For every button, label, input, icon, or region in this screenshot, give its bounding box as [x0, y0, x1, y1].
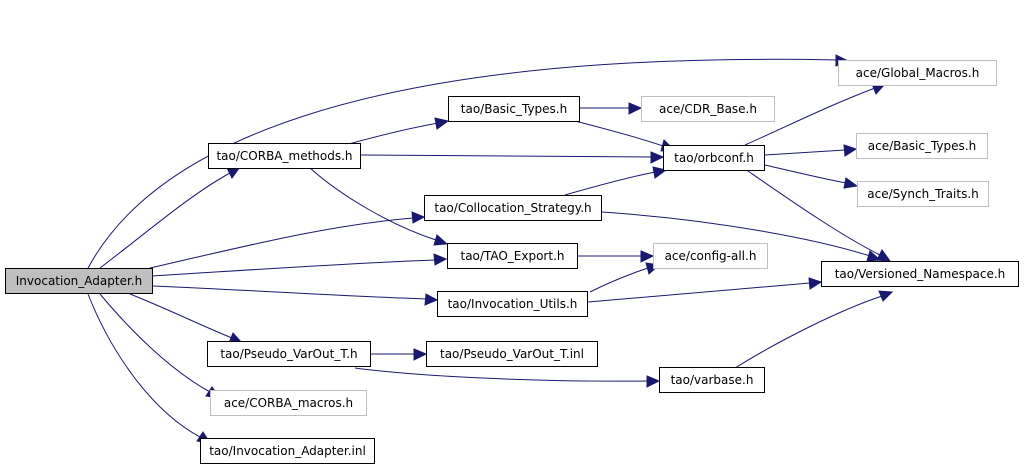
node-tao-corba-methods[interactable]: tao/CORBA_methods.h: [208, 143, 361, 169]
edge-adapter-to-invocation-inl: [87, 293, 201, 438]
node-tao-varbase[interactable]: tao/varbase.h: [659, 367, 765, 393]
arrowhead: [876, 249, 892, 262]
edge-adapter-to-global-macros: [86, 58, 839, 271]
arrowhead: [434, 117, 450, 130]
node-tao-pseudo-varout-h[interactable]: tao/Pseudo_VarOut_T.h: [207, 341, 371, 367]
node-tao-invocation-utils[interactable]: tao/Invocation_Utils.h: [437, 291, 588, 317]
node-ace-corba-macros[interactable]: ace/CORBA_macros.h: [210, 390, 367, 416]
arrowhead: [646, 375, 661, 388]
edge-invocation-utils-to-config-all: [589, 267, 649, 293]
edge-corba-methods-to-tao-export: [309, 167, 437, 241]
edge-corba-methods-to-orbconf: [360, 154, 653, 158]
edge-varbase-to-versioned-ns: [734, 295, 883, 369]
edge-collocation-to-orbconf: [564, 171, 656, 196]
edge-orbconf-to-global-macros: [744, 87, 876, 146]
arrowhead: [411, 211, 426, 224]
edge-adapter-to-tao-export: [151, 259, 436, 277]
edge-adapter-to-corba-methods: [99, 172, 231, 269]
node-ace-config-all[interactable]: ace/config-all.h: [653, 243, 768, 269]
edge-adapter-to-collocation: [149, 217, 414, 269]
node-invocation-adapter-h[interactable]: Invocation_Adapter.h: [5, 268, 153, 294]
arrowhead: [424, 293, 439, 306]
arrowhead: [652, 166, 668, 179]
edge-adapter-to-pseudo-varout: [129, 293, 233, 339]
node-tao-basic-types[interactable]: tao/Basic_Types.h: [448, 96, 580, 122]
node-ace-synch-traits[interactable]: ace/Synch_Traits.h: [857, 181, 989, 207]
edge-orbconf-to-versioned-ns: [744, 168, 881, 256]
arrowhead: [650, 151, 665, 164]
node-ace-global-macros[interactable]: ace/Global_Macros.h: [838, 60, 997, 86]
arrowhead: [628, 102, 643, 115]
arrowhead: [843, 144, 858, 157]
edge-pseudo-h-to-varbase: [354, 367, 649, 382]
arrowhead: [843, 177, 859, 189]
node-tao-collocation-strategy[interactable]: tao/Collocation_Strategy.h: [424, 195, 602, 221]
edge-basic-types-to-orbconf: [574, 120, 664, 147]
arrowhead: [640, 250, 655, 263]
node-tao-versioned-namespace[interactable]: tao/Versioned_Namespace.h: [821, 261, 1019, 287]
node-tao-pseudo-varout-inl[interactable]: tao/Pseudo_VarOut_T.inl: [426, 341, 598, 367]
node-ace-cdr-base[interactable]: ace/CDR_Base.h: [641, 96, 775, 122]
arrowhead: [808, 277, 823, 290]
edge-collocation-to-versioned-ns: [601, 211, 871, 257]
arrowhead: [866, 250, 882, 262]
edge-invocation-utils-to-versioned-ns: [587, 282, 811, 303]
edge-orbconf-to-ace-basic-types: [764, 149, 846, 156]
arrowhead: [433, 253, 448, 266]
edge-adapter-to-invocation-utils: [151, 285, 427, 300]
node-ace-basic-types[interactable]: ace/Basic_Types.h: [856, 133, 988, 159]
arrowhead: [878, 290, 894, 302]
edge-adapter-to-corba-macros: [99, 293, 211, 393]
edge-orbconf-to-synch-traits: [764, 164, 847, 184]
arrowhead: [413, 348, 428, 361]
arrowhead: [433, 234, 449, 246]
edge-corba-methods-to-basic-types: [344, 122, 439, 146]
node-tao-invocation-adapter-inl[interactable]: tao/Invocation_Adapter.inl: [200, 438, 375, 464]
node-tao-tao-export[interactable]: tao/TAO_Export.h: [447, 243, 578, 269]
node-tao-orbconf[interactable]: tao/orbconf.h: [663, 145, 765, 171]
